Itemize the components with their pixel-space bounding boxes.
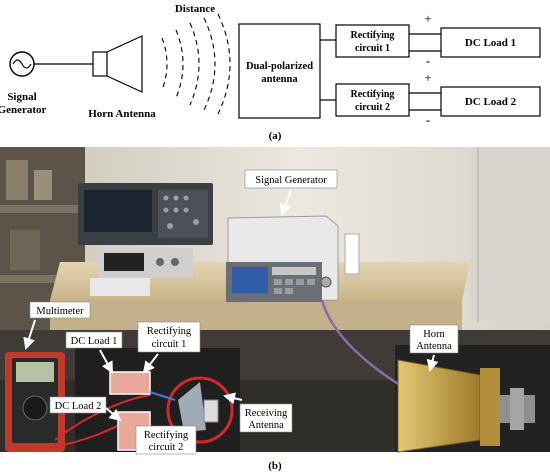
schematic-diagram: Signal Generator Horn Antenna Distance D… [0, 3, 541, 142]
receiving-antenna-callout: Receiving [245, 408, 288, 419]
dual-polarized-antenna-box [238, 23, 321, 119]
antenna-label-2: antenna [261, 74, 298, 85]
horn-feed-box [92, 51, 108, 77]
sine-wave-icon [12, 59, 32, 69]
signal-generator-callout: Signal Generator [255, 175, 327, 186]
dc-load-1-callout: DC Load 1 [71, 336, 118, 347]
rectifying-circuit-2-label: Rectifying [351, 89, 395, 100]
radiation-waves [161, 13, 231, 115]
horn-antenna-callout: Horn [423, 329, 445, 340]
rectifying-circuit-1-box [335, 24, 410, 58]
minus-sign-2: - [426, 112, 430, 127]
caption-a: (a) [269, 130, 282, 142]
horn-antenna-label: Horn Antenna [88, 108, 156, 120]
rectifying-circuit-1-label: Rectifying [351, 30, 395, 41]
dc-load-2-label: DC Load 2 [465, 96, 517, 108]
horn-antenna-symbol [106, 35, 143, 93]
experimental-setup-photo: Signal Generator Multimeter DC Load 1 Re… [0, 147, 550, 455]
rectifying-circuit-2-box [335, 83, 410, 117]
signal-generator-label-2: Generator [0, 104, 47, 116]
horn-antenna-photo [397, 359, 535, 453]
rectifying-circuit-1-label-2: circuit 1 [355, 43, 390, 54]
rectifying-circuit-1-board [109, 371, 151, 395]
horn-antenna-callout-2: Antenna [416, 341, 452, 352]
minus-sign-1: - [426, 53, 430, 68]
plus-sign-1: + [424, 11, 431, 26]
receiving-antenna-callout-2: Antenna [248, 420, 284, 431]
dc-load-2-box [440, 86, 541, 117]
rectifying-circuit-2-label-2: circuit 2 [355, 102, 390, 113]
rectifying-circuit-1-callout-2: circuit 1 [152, 339, 187, 350]
signal-generator-label: Signal [7, 91, 36, 103]
dc-load-2-callout: DC Load 2 [55, 401, 102, 412]
antenna-label: Dual-polarized [246, 61, 313, 72]
plus-sign-2: + [424, 70, 431, 85]
caption-b: (b) [268, 460, 282, 472]
rectifying-circuit-1-callout: Rectifying [147, 326, 192, 337]
rectifying-circuit-2-callout: Rectifying [144, 430, 189, 441]
multimeter-device [5, 352, 65, 452]
receiving-antenna-highlight [166, 376, 234, 444]
dc-load-1-label: DC Load 1 [465, 37, 516, 49]
distance-label: Distance [175, 3, 215, 15]
dc-load-1-box [440, 27, 541, 58]
rectifying-circuit-2-callout-2: circuit 2 [149, 442, 184, 453]
multimeter-callout: Multimeter [36, 306, 84, 317]
